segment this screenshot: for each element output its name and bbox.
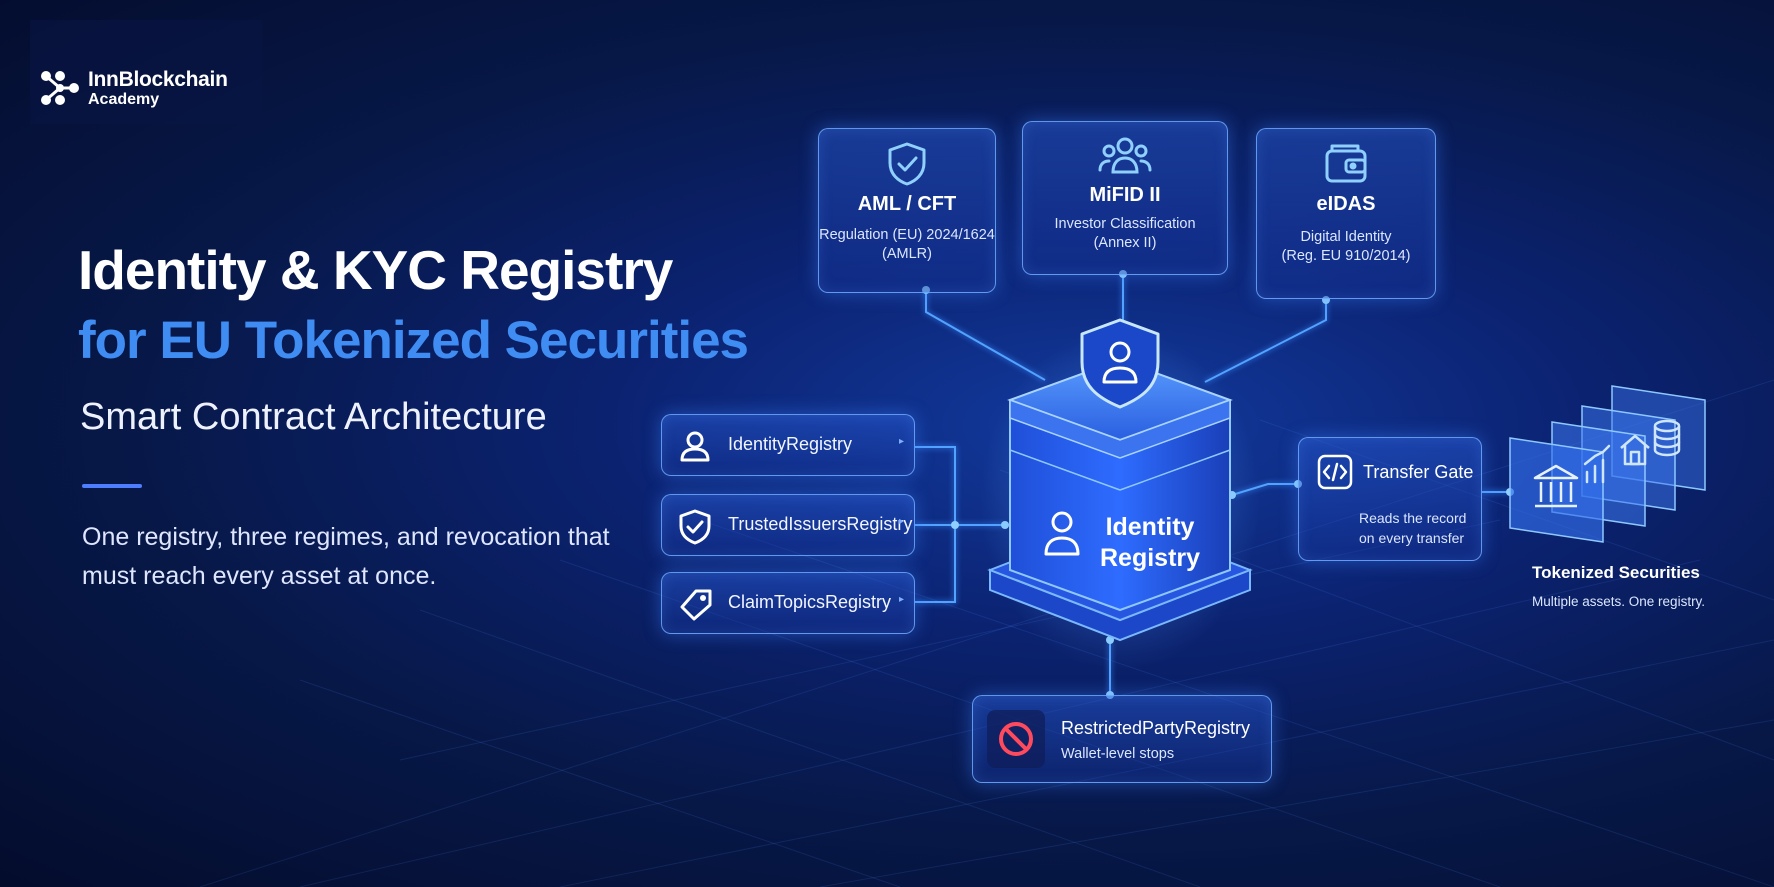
chart-icon [1583,444,1611,484]
tokenized-description: Multiple assets. One registry. [1532,594,1706,609]
logo-panel [30,20,262,124]
regulation-name: AML / CFT [857,193,957,215]
restricted-party-description: Wallet-level stops [1061,746,1175,762]
registry-card-trusted-issuers: TrustedIssuersRegistry ▸ [661,494,915,556]
tokenized-title: Tokenized Securities [1532,563,1700,582]
regulation-card-eidas: eIDAS Digital Identity (Reg. EU 910/2014… [1256,128,1436,299]
regulation-name: MiFID II [1089,184,1161,206]
user-icon [680,431,710,462]
prohibited-icon-tile [987,710,1045,768]
regulation-reference-short: (Annex II) [1093,235,1157,251]
users-icon [1098,137,1152,174]
tag-icon [680,589,712,621]
tokenized-assets-stack [1509,385,1706,543]
transfer-gate-card: Transfer Gate Reads the record on every … [1298,437,1482,561]
regulation-reference: Regulation (EU) 2024/1624 [819,227,995,243]
identity-registry-hub [980,318,1260,670]
regulation-name: eIDAS [1316,193,1376,215]
registry-label: TrustedIssuersRegistry [728,514,913,534]
brand-logo-icon [41,71,79,105]
shield-check-icon [888,142,926,186]
shield-check-icon [679,509,711,545]
hub-label-line2: Registry [1100,544,1201,572]
bank-icon [1533,464,1579,508]
wallet-icon [1325,144,1367,183]
hub-label-line1: Identity [1105,513,1195,541]
code-icon [1317,454,1353,490]
prohibited-icon [999,722,1033,756]
transfer-gate-line1: Reads the record [1359,510,1467,526]
chevron-right-icon: ▸ [898,594,904,605]
regulation-reference-short: (AMLR) [882,246,932,262]
hub-label: Identity Registry [1100,512,1200,574]
transfer-gate-line2: on every transfer [1359,530,1465,546]
chevron-right-icon: ▸ [898,516,904,527]
page-title: Identity & KYC Registry [78,239,673,301]
chevron-right-icon: ▸ [898,436,904,447]
coins-icon [1653,419,1681,457]
page-subtitle: Smart Contract Architecture [80,396,547,438]
brand-subname: Academy [88,91,160,108]
regulation-reference: Digital Identity [1300,229,1392,245]
brand-name: InnBlockchain [88,68,228,91]
page-title-highlight: for EU Tokenized Securities [78,311,749,370]
restricted-party-title: RestrictedPartyRegistry [1061,718,1251,738]
regulation-card-aml: AML / CFT Regulation (EU) 2024/1624 (AML… [818,128,996,293]
accent-divider [82,484,142,488]
transfer-gate-title: Transfer Gate [1363,462,1474,482]
regulation-reference-short: (Reg. EU 910/2014) [1281,248,1411,264]
registry-card-identity: IdentityRegistry ▸ [661,414,915,476]
house-icon [1620,434,1650,466]
regulation-reference: Investor Classification [1054,216,1196,232]
transfer-gate-description: Reads the record on every transfer [1359,508,1479,548]
tagline: One registry, three regimes, and revocat… [82,523,610,590]
registry-label: IdentityRegistry [728,434,853,454]
regulation-card-mifid: MiFID II Investor Classification (Annex … [1022,121,1228,275]
registry-label: ClaimTopicsRegistry [728,592,892,612]
restricted-party-card: RestrictedPartyRegistry Wallet-level sto… [972,695,1272,783]
registry-card-claim-topics: ClaimTopicsRegistry ▸ [661,572,915,634]
